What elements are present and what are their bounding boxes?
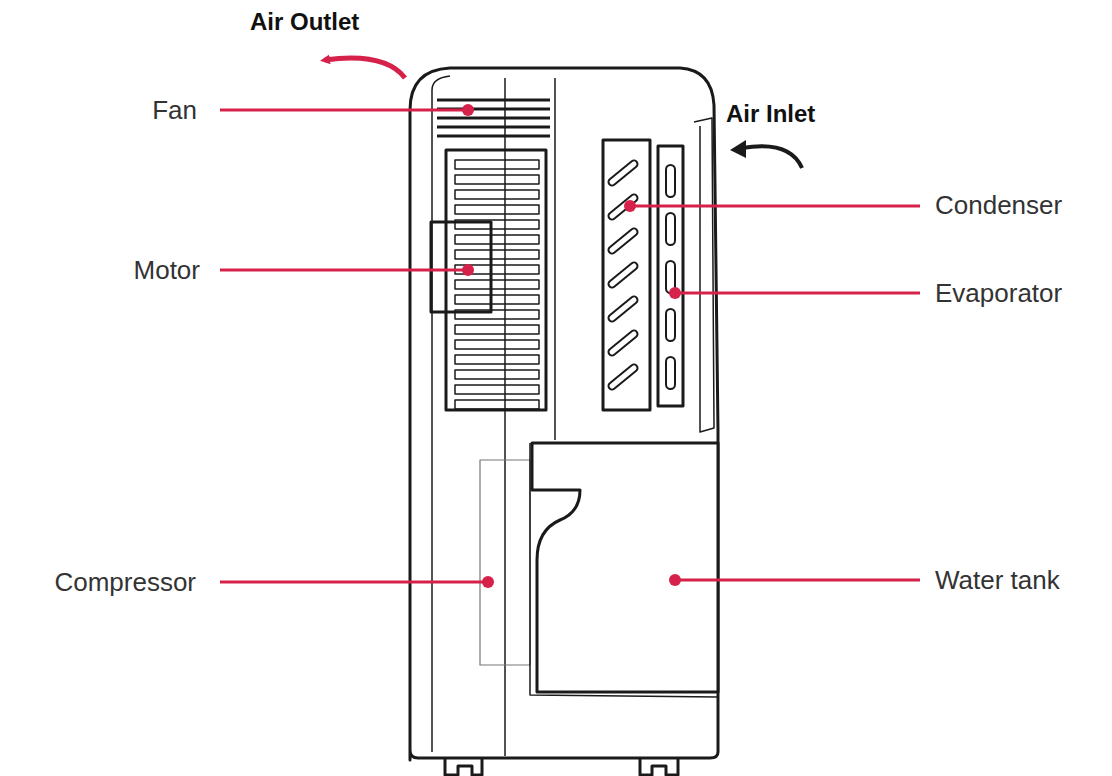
part-label: Compressor <box>54 569 196 595</box>
leader-line <box>630 205 920 208</box>
grille-slat <box>455 385 539 394</box>
condenser-tube <box>612 232 634 250</box>
condenser-tube <box>612 266 634 284</box>
part-label: Condenser <box>935 192 1062 218</box>
grille-slat <box>455 190 539 199</box>
center-seam <box>504 78 506 756</box>
condenser-tube <box>612 164 634 182</box>
grille-slat <box>455 160 539 169</box>
grille-slat <box>455 235 539 244</box>
evaporator-tube <box>666 213 675 245</box>
compressor-box <box>480 460 530 665</box>
front-grille <box>446 150 546 410</box>
grille-slat <box>455 325 539 334</box>
inlet-arrowhead <box>730 140 746 158</box>
evaporator-panel <box>658 146 683 406</box>
upper-seam <box>554 78 556 440</box>
airflow-label: Air Outlet <box>250 10 359 34</box>
part-label: Fan <box>152 97 197 123</box>
fan-grille <box>437 100 550 136</box>
leader-line <box>220 109 468 112</box>
grille-slat <box>455 400 539 409</box>
condenser-tube <box>612 232 634 250</box>
leader-line <box>675 292 920 295</box>
water-tank <box>532 443 718 692</box>
condenser-panel <box>603 140 650 410</box>
evaporator-tube <box>666 309 675 341</box>
wheel <box>445 758 482 775</box>
tank-inner <box>530 443 718 697</box>
coil-tubes <box>612 164 675 389</box>
leader-line <box>675 579 920 582</box>
part-label: Motor <box>134 257 200 283</box>
grille-slat <box>455 295 539 304</box>
leader-dot <box>669 287 681 299</box>
airflow-label: Air Inlet <box>726 102 815 126</box>
condenser-tube <box>612 368 634 386</box>
grille-slat <box>455 340 539 349</box>
condenser-tube <box>612 300 634 318</box>
leader-dot <box>462 104 474 116</box>
grille-slat <box>455 250 539 259</box>
grille-slats <box>455 160 539 409</box>
wheel <box>640 758 678 775</box>
grille-slat <box>455 280 539 289</box>
part-label: Evaporator <box>935 280 1062 306</box>
leader-dot <box>462 264 474 276</box>
condenser-tube <box>612 300 634 318</box>
condenser-tube <box>612 164 634 182</box>
condenser-tube <box>612 334 634 352</box>
grille-slat <box>455 370 539 379</box>
motor-box <box>431 222 491 312</box>
grille-slat <box>455 205 539 214</box>
part-label: Water tank <box>935 567 1060 593</box>
outlet-arrow <box>325 58 405 78</box>
evaporator-tube <box>666 165 675 197</box>
grille-slat <box>455 175 539 184</box>
grille-slat <box>455 355 539 364</box>
inlet-grille <box>694 118 714 432</box>
condenser-tube <box>612 266 634 284</box>
evaporator-tube <box>666 357 675 389</box>
leader-dot <box>482 576 494 588</box>
leader-line <box>220 269 468 272</box>
leader-dot <box>624 200 636 212</box>
condenser-tube <box>612 368 634 386</box>
leader-line <box>220 581 488 584</box>
housing-outline <box>410 68 718 760</box>
leader-dot <box>669 574 681 586</box>
condenser-tube <box>612 334 634 352</box>
inlet-arrow <box>742 146 802 168</box>
